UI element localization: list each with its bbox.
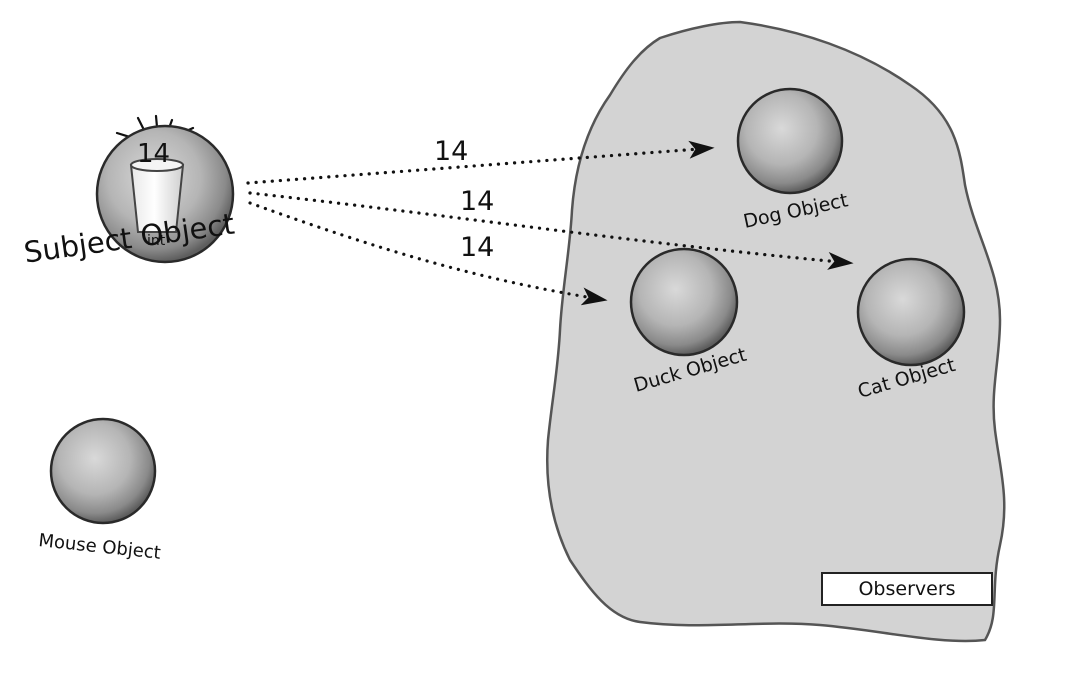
observers-legend-label: Observers [821, 572, 993, 606]
subject-type-label: int [147, 233, 166, 249]
observers-region [545, 20, 1006, 643]
mouse-object-label: Mouse Object [37, 530, 161, 564]
message-value-dog: 14 [434, 136, 468, 167]
message-arrow-duck [248, 201, 608, 306]
mouse-object [49, 417, 157, 525]
duck-object [629, 247, 739, 357]
subject-object: 14 int [95, 114, 235, 264]
dog-object [736, 87, 844, 195]
cat-object [856, 257, 966, 367]
message-arrow-dog [246, 140, 715, 185]
message-value-cat: 14 [460, 186, 494, 217]
message-value-duck: 14 [460, 232, 494, 263]
subject-value: 14 [137, 139, 170, 169]
